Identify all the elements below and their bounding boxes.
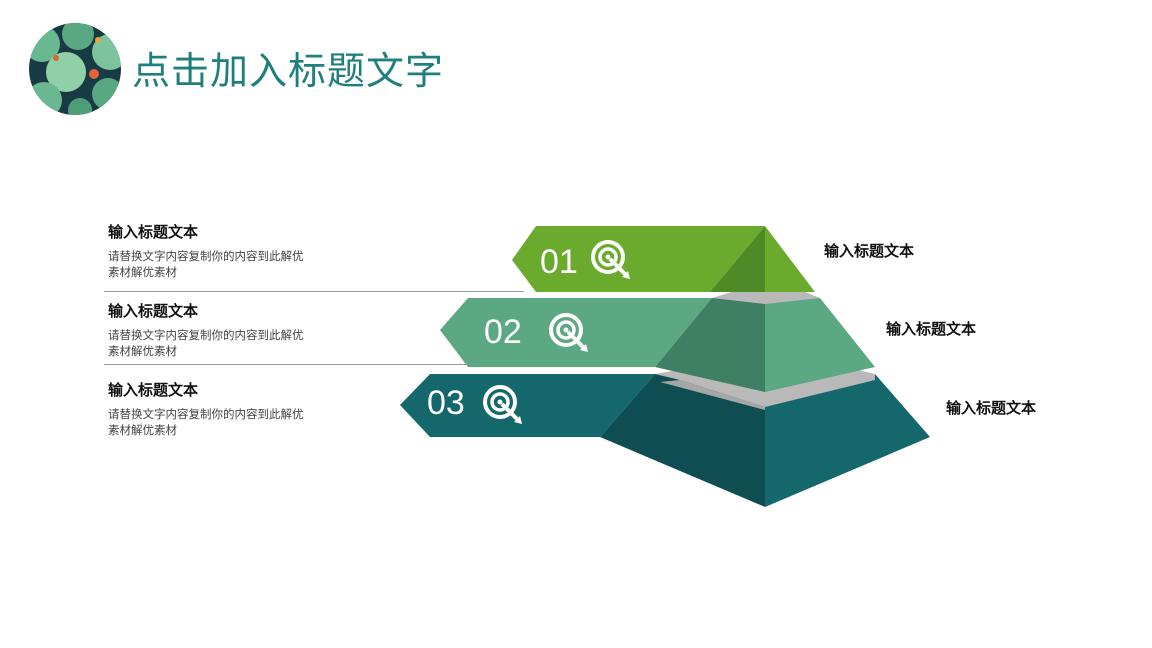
logo-emblem-icon: [29, 23, 121, 115]
left-item-heading: 输入标题文本: [108, 223, 199, 241]
left-item-3: 输入标题文本 请替换文字内容复制你的内容到此解优素材解优素材: [108, 380, 408, 438]
left-item-description: 请替换文字内容复制你的内容到此解优素材解优素材: [108, 249, 304, 279]
left-item-heading: 输入标题文本: [108, 302, 199, 320]
right-label-3: 输入标题文本: [946, 399, 1037, 417]
pyramid-level-3: [400, 368, 930, 507]
step-number-3: 03: [427, 384, 465, 422]
right-label-1: 输入标题文本: [824, 242, 915, 260]
step-number-2: 02: [484, 313, 522, 351]
left-item-1: 输入标题文本 请替换文字内容复制你的内容到此解优素材解优素材: [108, 222, 408, 280]
right-label-2: 输入标题文本: [886, 320, 977, 338]
left-item-description: 请替换文字内容复制你的内容到此解优素材解优素材: [108, 328, 304, 358]
target-icon: [591, 240, 630, 279]
target-icon: [483, 385, 522, 424]
page-title: 点击加入标题文字: [132, 49, 445, 93]
left-item-2: 输入标题文本 请替换文字内容复制你的内容到此解优素材解优素材: [108, 301, 408, 359]
left-item-heading: 输入标题文本: [108, 381, 199, 399]
separator-line: [104, 364, 466, 365]
separator-line: [104, 291, 524, 292]
left-item-description: 请替换文字内容复制你的内容到此解优素材解优素材: [108, 407, 304, 437]
pyramid-level-2: [440, 290, 875, 392]
target-icon: [549, 313, 588, 352]
step-number-1: 01: [540, 243, 578, 281]
pyramid-level-1: [512, 226, 815, 292]
